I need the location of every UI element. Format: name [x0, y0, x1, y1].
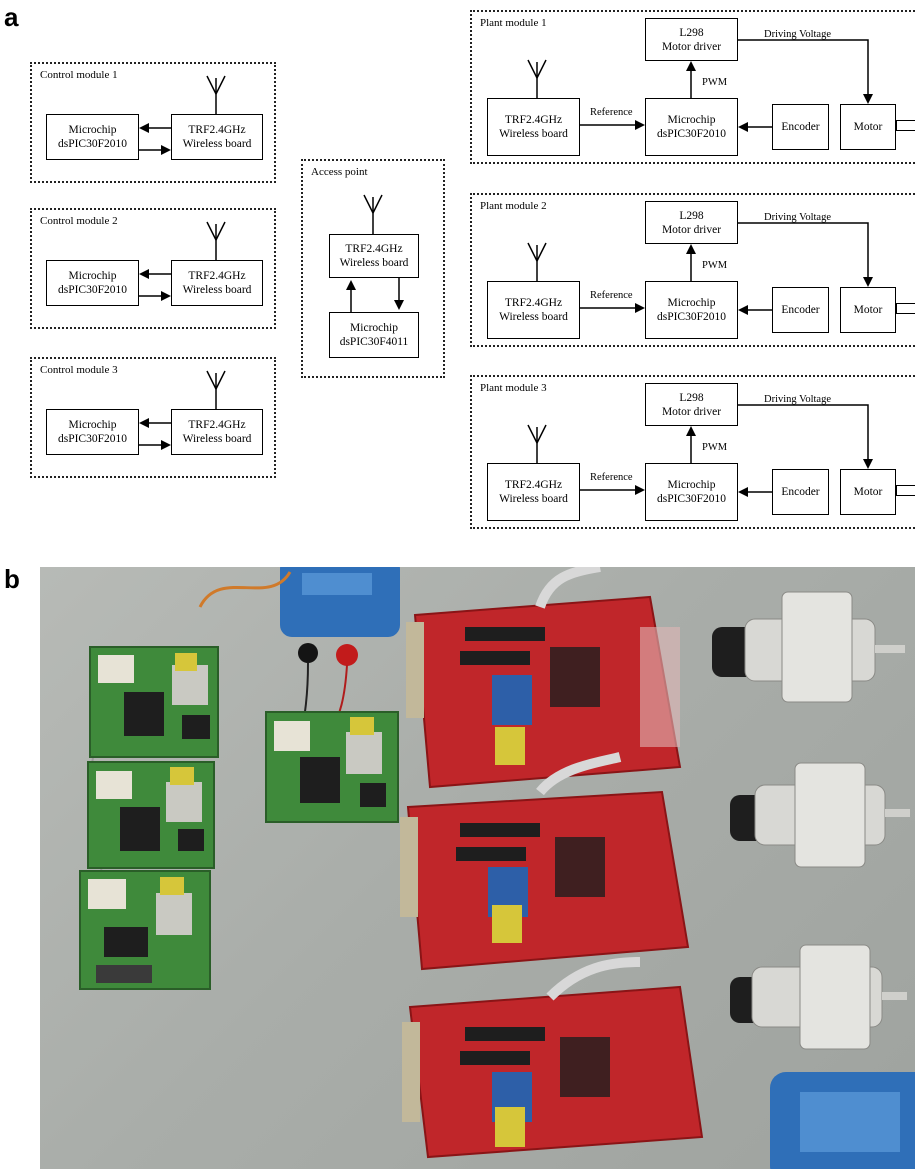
motor-box: Motor — [840, 469, 896, 515]
reference-label: Reference — [590, 290, 633, 301]
plant-board-2 — [400, 792, 688, 969]
reference-label: Reference — [590, 472, 633, 483]
module-title: Access point — [311, 166, 368, 178]
motor-2-icon — [730, 763, 910, 867]
antenna-icon — [207, 76, 225, 114]
power-supply-icon — [280, 567, 400, 666]
access-point-board — [266, 712, 398, 822]
driving-voltage-label: Driving Voltage — [764, 212, 831, 223]
motor-box: Motor — [840, 104, 896, 150]
antenna-icon — [528, 60, 546, 98]
module-title: Plant module 2 — [480, 200, 547, 212]
plant-board-1 — [406, 597, 680, 787]
module-title: Control module 2 — [40, 215, 118, 227]
plant-board-3 — [402, 987, 702, 1157]
pwm-label: PWM — [702, 260, 727, 271]
pwm-label: PWM — [702, 442, 727, 453]
antenna-icon — [207, 371, 225, 409]
control-board-2 — [88, 762, 214, 868]
module-title: Control module 1 — [40, 69, 118, 81]
antenna-icon — [528, 243, 546, 281]
motor-3-icon — [730, 945, 907, 1049]
reference-label: Reference — [590, 107, 633, 118]
module-title: Plant module 1 — [480, 17, 547, 29]
driving-voltage-label: Driving Voltage — [764, 29, 831, 40]
encoder-box: Encoder — [772, 104, 829, 150]
encoder-box: Encoder — [772, 287, 829, 333]
pwm-label: PWM — [702, 77, 727, 88]
motor-power-supply-icon — [770, 1072, 915, 1169]
hardware-photo — [40, 567, 915, 1169]
control-board-1 — [90, 647, 218, 757]
module-title: Control module 3 — [40, 364, 118, 376]
antenna-icon — [207, 222, 225, 260]
panel-b-letter: b — [4, 566, 20, 592]
antenna-icon — [528, 425, 546, 463]
motor-shaft-icon — [896, 303, 915, 314]
control-board-3 — [80, 871, 210, 989]
motor-1-icon — [712, 592, 905, 702]
module-title: Plant module 3 — [480, 382, 547, 394]
hardware-photo-illustration — [40, 567, 915, 1169]
antenna-icon — [364, 195, 382, 234]
motor-box: Motor — [840, 287, 896, 333]
driving-voltage-label: Driving Voltage — [764, 394, 831, 405]
motor-shaft-icon — [896, 485, 915, 496]
panel-a-letter: a — [4, 4, 18, 30]
encoder-box: Encoder — [772, 469, 829, 515]
motor-shaft-icon — [896, 120, 915, 131]
